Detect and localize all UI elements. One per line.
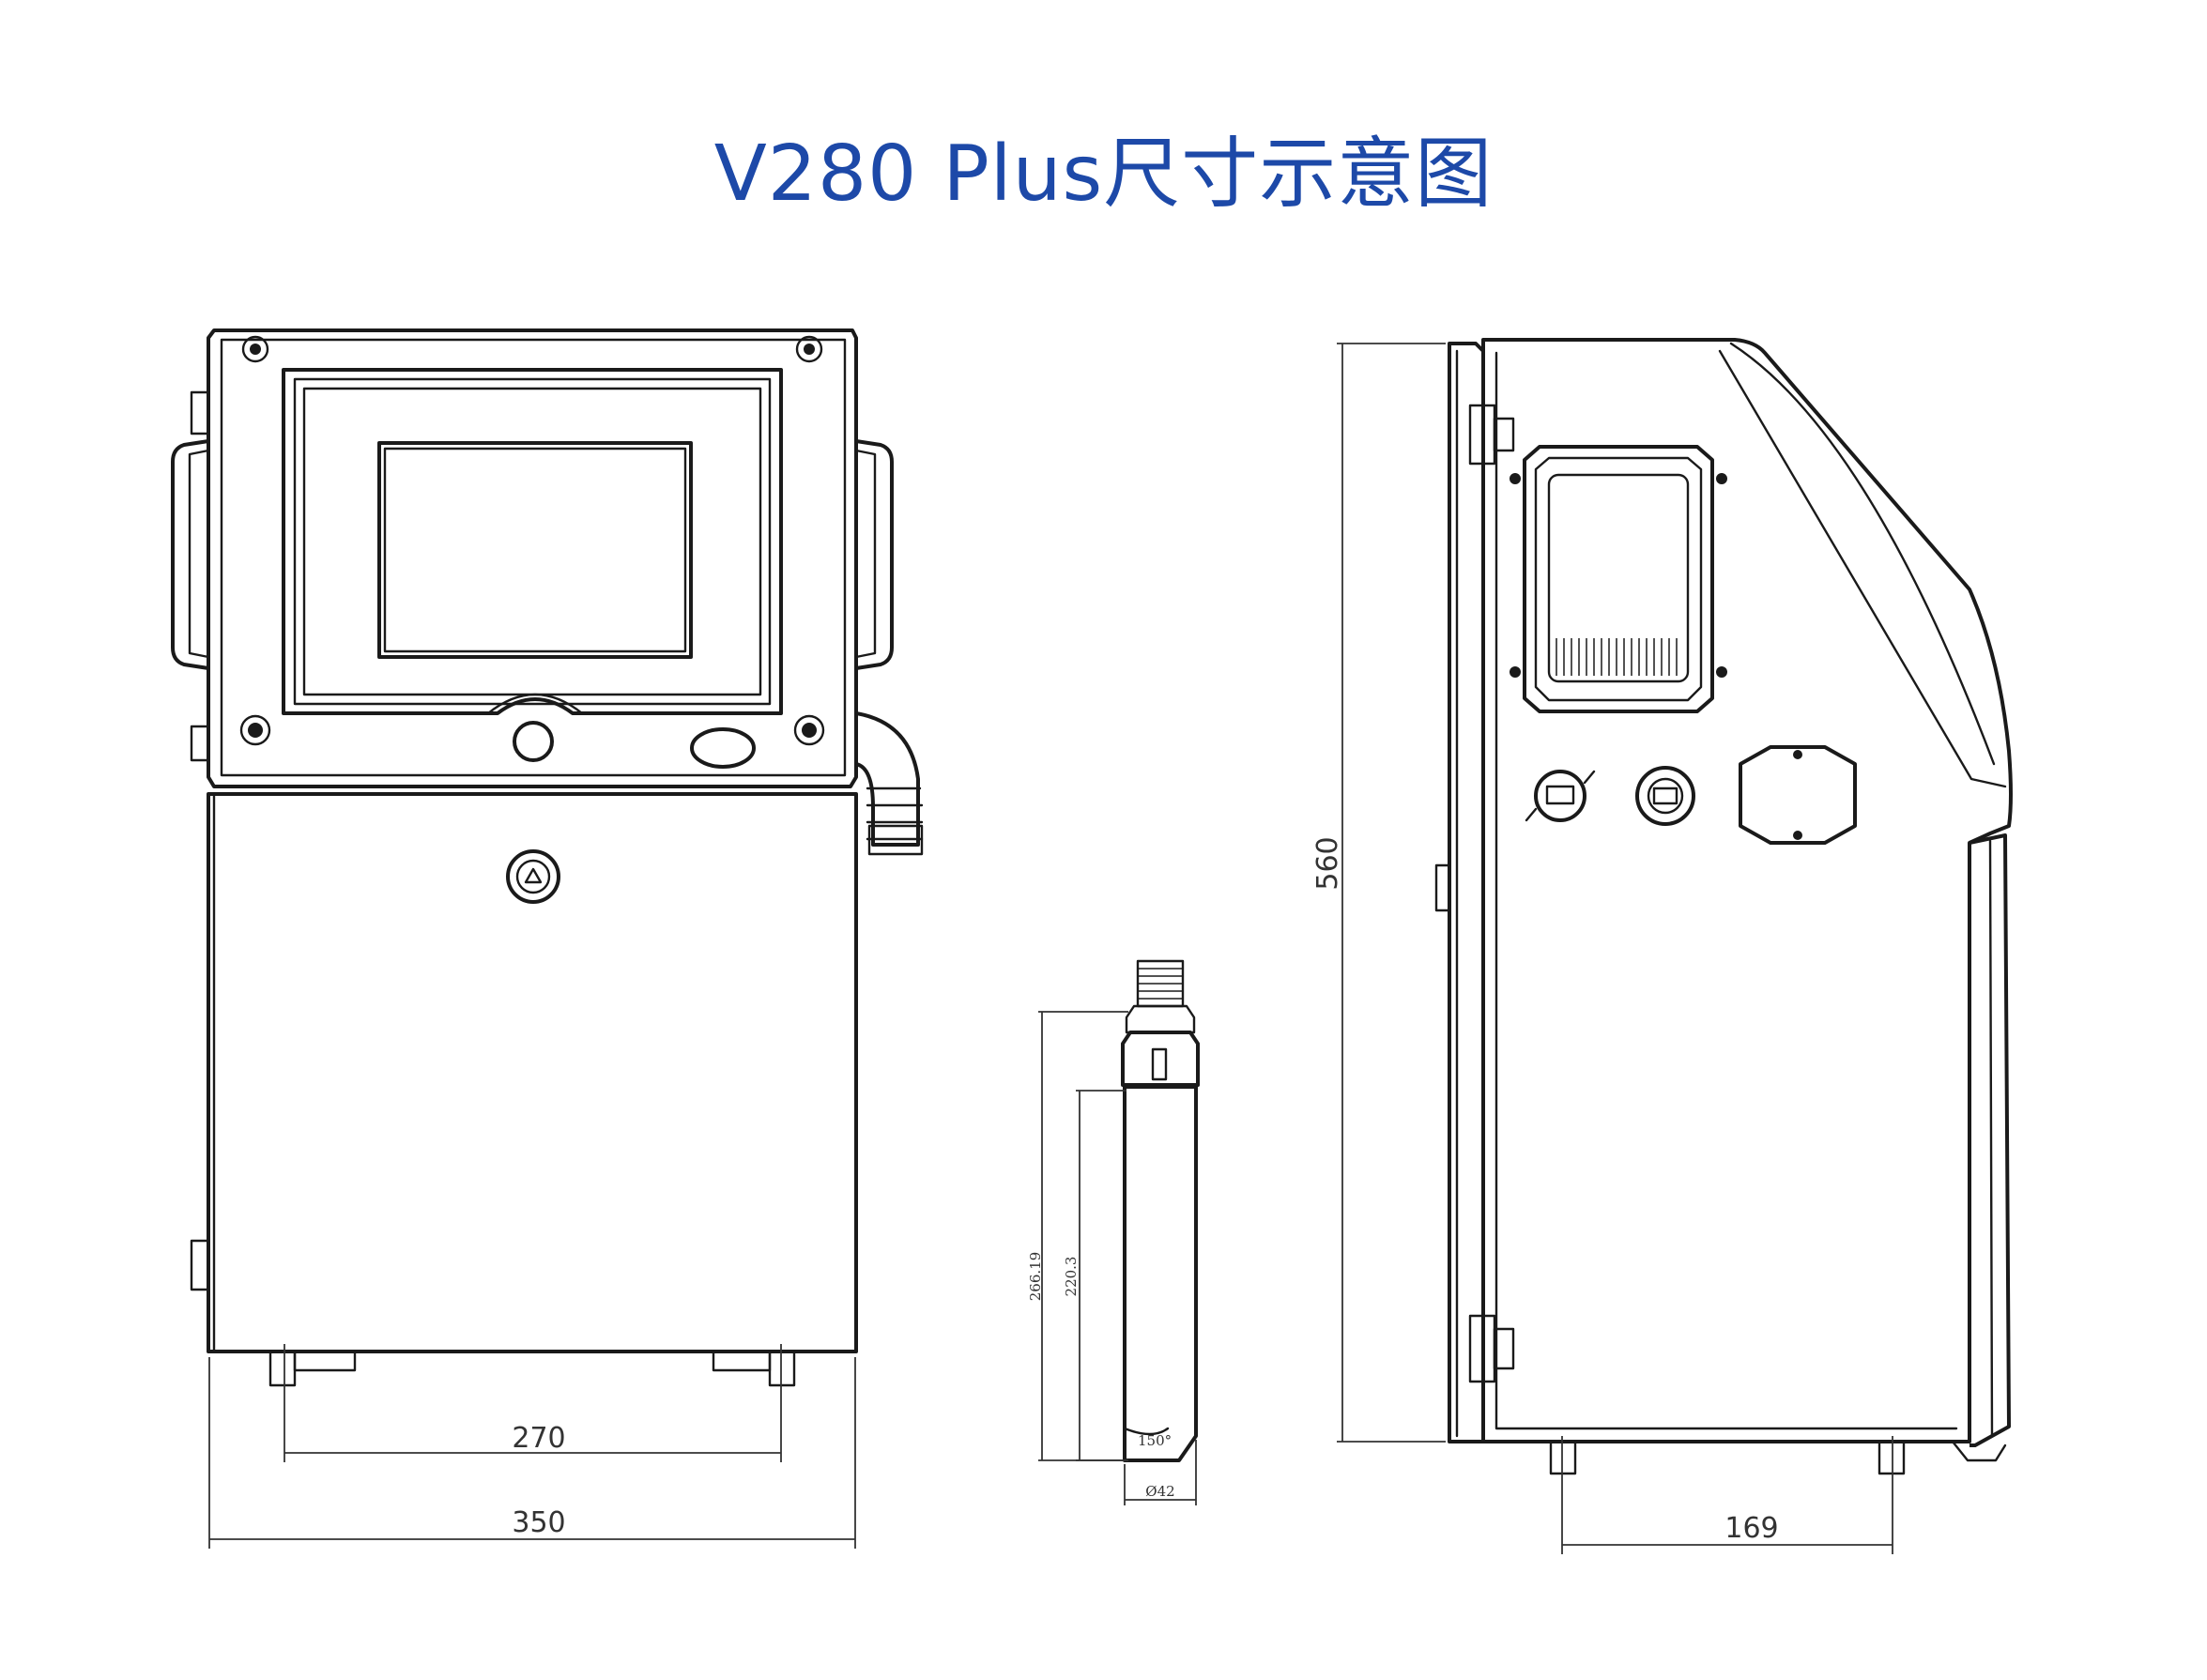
dim-560: 560 — [1311, 343, 1446, 1443]
side-door-frame — [1448, 342, 1485, 1443]
screen-bezel — [282, 368, 783, 715]
front-head-housing — [207, 328, 858, 788]
front-cabinet — [207, 792, 858, 1353]
side-feet — [1549, 1440, 2007, 1475]
side-view: 560 169 — [1311, 338, 2013, 1554]
cable-conduit — [855, 711, 924, 856]
dim-42-label: Ø42 — [1145, 1483, 1174, 1500]
dim-560-label: 560 — [1311, 836, 1344, 890]
dim-150-label: 150° — [1138, 1432, 1172, 1449]
ink-window — [1510, 445, 1727, 713]
dim-printhead-length: 266.19 220.3 — [1027, 1011, 1128, 1461]
printhead-conduit — [1125, 959, 1196, 1034]
touch-screen — [377, 441, 693, 659]
dim-169: 169 — [1561, 1436, 1893, 1554]
side-body — [1481, 338, 2013, 1443]
right-handle — [854, 439, 894, 670]
side-connector — [1525, 745, 1857, 845]
dim-diameter: Ø42 — [1124, 1440, 1197, 1505]
power-button — [513, 721, 554, 762]
cabinet-hinge — [190, 1239, 210, 1291]
left-handle — [171, 390, 210, 762]
corner-screw — [239, 335, 825, 746]
cabinet-lock — [506, 849, 560, 904]
status-lamp — [690, 727, 756, 769]
printhead-view: 266.19 220.3 150° Ø42 — [1027, 959, 1200, 1505]
dim-169-label: 169 — [1724, 1512, 1778, 1545]
side-hinge — [1434, 404, 1515, 1383]
dim-270: 270 — [284, 1344, 782, 1462]
dim-266-label: 266.19 — [1027, 1252, 1044, 1302]
dim-220-label: 220.3 — [1063, 1257, 1080, 1297]
dim-350-label: 350 — [512, 1506, 565, 1539]
front-view: 270 350 — [171, 328, 924, 1549]
front-feet — [268, 1350, 796, 1387]
printhead-body — [1123, 1085, 1198, 1462]
dim-270-label: 270 — [512, 1422, 565, 1455]
dim-350: 350 — [208, 1357, 856, 1549]
diagram-title: V280 Plus尺寸示意图 — [713, 130, 1494, 219]
